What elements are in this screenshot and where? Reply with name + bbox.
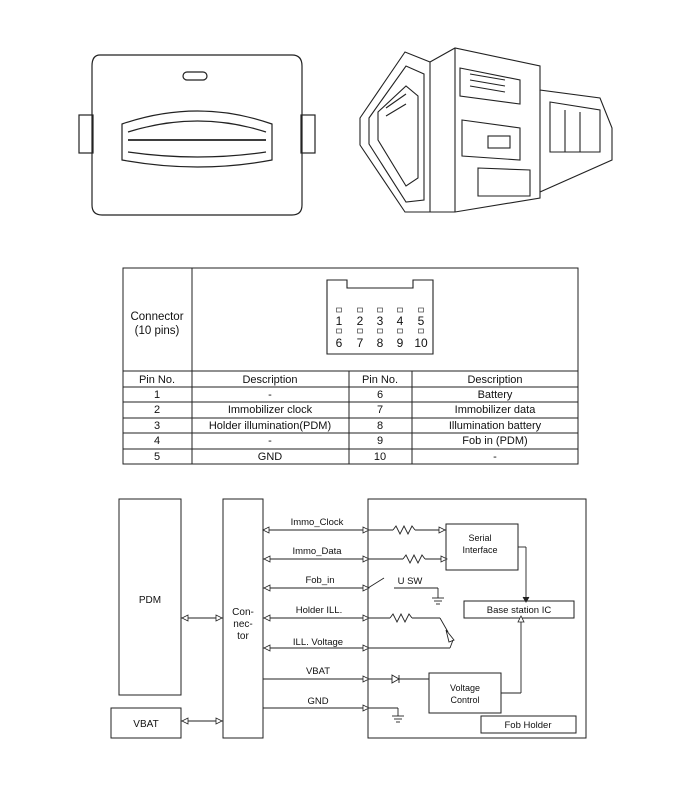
- voltage-control-label-2: Control: [450, 695, 479, 705]
- base-station-block: [463, 600, 575, 619]
- vbat-block: [110, 707, 182, 739]
- voltage-control-label-1: Voltage: [450, 683, 480, 693]
- pin-description: Fob in (PDM): [462, 435, 527, 447]
- pin-number: 1: [154, 389, 160, 401]
- pin-number: 10: [374, 451, 386, 463]
- pin-number: 5: [154, 451, 160, 463]
- connector-pin-number: 9: [397, 336, 404, 350]
- pin-description: Battery: [478, 389, 513, 401]
- connector-pin-number: 2: [357, 314, 364, 328]
- pin-number: 9: [377, 435, 383, 447]
- connector-pin-number: 3: [377, 314, 384, 328]
- connector-pin-number: 1: [336, 314, 343, 328]
- signal-ill-voltage: ILL. Voltage: [293, 637, 343, 648]
- table-row: 4 - 9 Fob in (PDM): [154, 435, 528, 447]
- schematic-arrowheads: [181, 526, 525, 725]
- pdm-block: [118, 498, 182, 696]
- pin-cavity: [336, 307, 342, 313]
- pin-cavity: [357, 328, 363, 334]
- connector-label-part2: nec-: [233, 619, 252, 630]
- pin-cavity: [357, 307, 363, 313]
- signal-immo-clock: Immo_Clock: [291, 517, 344, 528]
- connector-face-drawing: [326, 279, 434, 355]
- signal-immo-data: Immo_Data: [292, 546, 342, 557]
- connector-pin-count: (10 pins): [135, 325, 180, 337]
- connector-pin-number: 6: [336, 336, 343, 350]
- table-row: 1 - 6 Battery: [154, 389, 513, 401]
- voltage-control-block: [428, 672, 502, 714]
- fob-holder-label-box: [480, 715, 577, 734]
- pin-description: Holder illumination(PDM): [209, 420, 331, 432]
- connector-pin-number: 10: [414, 336, 428, 350]
- signal-gnd: GND: [307, 696, 328, 707]
- header-description-right: Description: [467, 374, 522, 386]
- pin-number: 7: [377, 404, 383, 416]
- pin-cavity: [377, 328, 383, 334]
- schematic-blocks: [110, 498, 587, 739]
- connector-pin-number: 7: [357, 336, 364, 350]
- serial-interface-label-1: Serial: [468, 533, 491, 543]
- pin-description: -: [493, 451, 497, 463]
- pin-cavity: [418, 328, 424, 334]
- pin-description: Illumination battery: [449, 420, 542, 432]
- vbat-label: VBAT: [133, 719, 158, 730]
- connector-block: [222, 498, 264, 739]
- pin-cavity: [336, 328, 342, 334]
- pin-number: 8: [377, 420, 383, 432]
- connector-pin-number: 8: [377, 336, 384, 350]
- connector-label-part1: Con-: [232, 607, 254, 618]
- pin-table: [122, 267, 579, 465]
- pin-cavity: [418, 307, 424, 313]
- connector-label-part3: tor: [237, 631, 249, 642]
- serial-interface-label-2: Interface: [462, 545, 497, 555]
- base-station-label: Base station IC: [487, 605, 552, 616]
- pin-cavity: [397, 328, 403, 334]
- fob-holder-front-view: [78, 54, 316, 216]
- connector-pin-number: 4: [397, 314, 404, 328]
- header-description-left: Description: [242, 374, 297, 386]
- table-row: 5 GND 10 -: [154, 451, 497, 463]
- header-pin-no-left: Pin No.: [139, 374, 175, 386]
- signal-vbat: VBAT: [306, 666, 330, 677]
- pin-number: 6: [377, 389, 383, 401]
- fob-holder-perspective-view: [359, 47, 613, 213]
- pdm-label: PDM: [139, 595, 161, 606]
- connector-label: Connector: [130, 311, 183, 323]
- header-pin-no-right: Pin No.: [362, 374, 398, 386]
- pin-description: GND: [258, 451, 283, 463]
- fob-holder-label: Fob Holder: [505, 720, 552, 731]
- pin-description: Immobilizer data: [455, 404, 537, 416]
- pin-description: -: [268, 389, 272, 401]
- usw-label: U SW: [398, 576, 423, 587]
- pin-cavity: [377, 307, 383, 313]
- connector-pin-number: 5: [418, 314, 425, 328]
- pin-number: 4: [154, 435, 160, 447]
- pin-description: Immobilizer clock: [228, 404, 313, 416]
- signal-holder-ill: Holder ILL.: [296, 605, 342, 616]
- signal-fob-in: Fob_in: [305, 575, 334, 586]
- pin-number: 2: [154, 404, 160, 416]
- table-row: Holder illumination(PDM) 3 8 Illuminatio…: [154, 420, 542, 432]
- table-row: 2 Immobilizer clock 7 Immobilizer data: [154, 404, 536, 416]
- pin-number: 3: [154, 420, 160, 432]
- pin-description: -: [268, 435, 272, 447]
- pin-cavity: [397, 307, 403, 313]
